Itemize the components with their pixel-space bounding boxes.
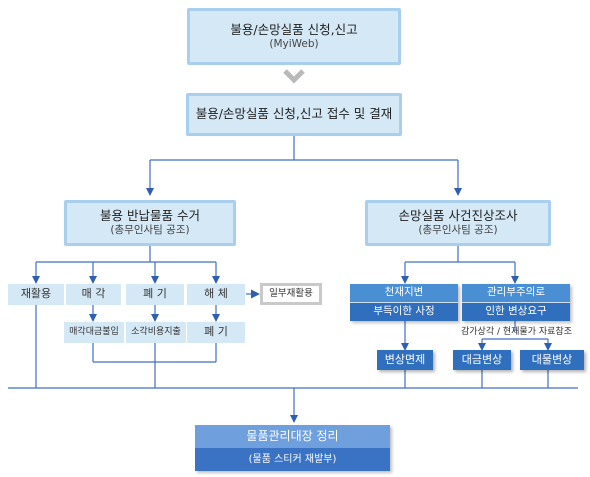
option-dispose: 폐 기: [126, 284, 184, 305]
separator: [462, 302, 570, 303]
cause-disaster: 천재지변 부득이한 사정: [350, 284, 458, 321]
step-collect-returns-title: 불용 반납물품 수거: [100, 208, 200, 224]
step-request-subtitle: (MyiWeb): [269, 37, 319, 50]
option-sale: 매 각: [66, 284, 121, 305]
separator: [350, 302, 458, 303]
step-loss-investigation: 손망실품 사건진상조사 (총무인사팀 공조): [365, 200, 551, 246]
chevron-down-icon: [283, 69, 305, 84]
cause-disaster-line2: 부득이한 사정: [350, 303, 458, 321]
result-exemption: 변상면제: [377, 350, 433, 370]
step-collect-returns: 불용 반납물품 수거 (총무인사팀 공조): [64, 200, 236, 246]
step-ledger-update-subtitle: (물품 스티커 재발부): [195, 448, 390, 471]
substep-dispose: 폐 기: [187, 322, 245, 343]
step-receipt-approval-title: 불용/손망실품 신청,신고 접수 및 결재: [195, 106, 393, 122]
cause-negligence-line2: 인한 변상요구: [462, 303, 570, 321]
result-cash-compensation: 대금변상: [453, 350, 511, 370]
step-loss-investigation-title: 손망실품 사건진상조사: [398, 208, 518, 224]
cause-negligence-line1: 관리부주의로: [462, 284, 570, 302]
option-dismantle: 해 체: [187, 284, 245, 305]
substep-incineration-cost: 소각비용지출: [126, 322, 186, 343]
step-receipt-approval: 불용/손망실품 신청,신고 접수 및 결재: [186, 93, 402, 136]
step-request-title: 불용/손망실품 신청,신고: [230, 21, 358, 37]
option-partial-recycle: 일부재활용: [260, 283, 322, 305]
result-item-compensation: 대물변상: [520, 350, 584, 370]
step-ledger-update-title: 물품관리대장 정리: [195, 425, 390, 448]
cause-negligence: 관리부주의로 인한 변상요구: [462, 284, 570, 321]
option-recycle: 재활용: [8, 284, 64, 305]
cause-disaster-line1: 천재지변: [350, 284, 458, 302]
step-collect-returns-subtitle: (총무인사팀 공조): [110, 224, 190, 237]
depreciation-note: 감가상각 / 현재물가 자료참조: [461, 327, 572, 337]
step-loss-investigation-subtitle: (총무인사팀 공조): [418, 224, 498, 237]
step-ledger-update: 물품관리대장 정리 (물품 스티커 재발부): [195, 425, 390, 471]
substep-sale-payment: 매각대금불입: [64, 322, 124, 343]
step-request: 불용/손망실품 신청,신고 (MyiWeb): [187, 8, 401, 65]
